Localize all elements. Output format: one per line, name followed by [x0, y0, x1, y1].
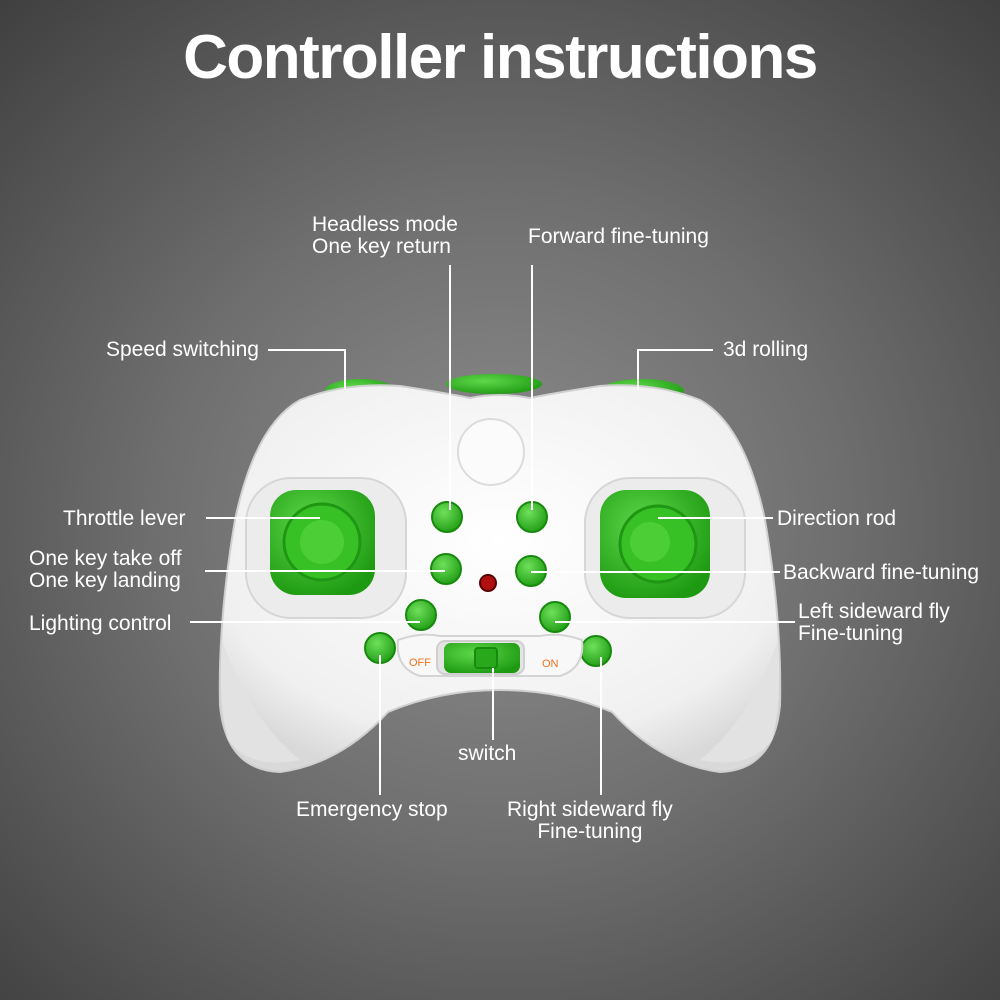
label-speed-switching: Speed switching: [106, 338, 259, 361]
direction-stick[interactable]: [600, 490, 710, 598]
label-backward-fine-tuning: Backward fine-tuning: [783, 561, 980, 584]
center-dome: [457, 418, 525, 486]
label-forward-fine-tuning: Forward fine-tuning: [528, 225, 709, 248]
switch-off-label: OFF: [409, 657, 431, 669]
label-emergency-stop: Emergency stop: [296, 798, 448, 821]
label-switch: switch: [458, 742, 517, 765]
right-fine-tuning-text: Fine-tuning: [537, 820, 643, 843]
label-3d-rolling: 3d rolling: [723, 338, 809, 361]
label-right-sideward-fly: Right sideward fly Fine-tuning: [507, 799, 673, 843]
one-key-landing-text: One key landing: [29, 569, 181, 592]
headless-mode-button[interactable]: [431, 501, 463, 533]
right-sideward-fly-text: Right sideward fly: [507, 798, 673, 821]
label-throttle-lever: Throttle lever: [63, 507, 186, 530]
label-headless-mode: Headless mode One key return: [312, 214, 458, 258]
right-sideward-fly-button[interactable]: [580, 635, 612, 667]
page-title: Controller instructions: [183, 23, 818, 92]
label-direction-rod: Direction rod: [777, 507, 897, 530]
throttle-stick[interactable]: [270, 490, 375, 595]
label-left-sideward-fly: Left sideward fly Fine-tuning: [798, 601, 950, 645]
one-key-take-off-text: One key take off: [29, 547, 182, 570]
headless-mode-text: Headless mode: [312, 213, 458, 236]
right-grip-shade: [700, 640, 780, 763]
take-off-landing-button[interactable]: [430, 553, 462, 585]
middle-shoulder-button[interactable]: [446, 374, 542, 394]
label-take-off-landing: One key take off One key landing: [29, 548, 182, 592]
label-lighting-control: Lighting control: [29, 612, 172, 635]
leader-lines: [190, 265, 795, 795]
left-fine-tuning-text: Fine-tuning: [798, 622, 904, 645]
speed-switching-line: [268, 349, 346, 390]
left-sideward-fly-text: Left sideward fly: [798, 600, 950, 623]
3d-rolling-line: [637, 349, 713, 390]
indicator-light: [479, 574, 497, 592]
left-grip-shade: [220, 640, 300, 763]
power-switch[interactable]: [444, 643, 520, 673]
switch-on-label: ON: [542, 658, 559, 670]
lighting-control-button[interactable]: [405, 599, 437, 631]
one-key-return-text: One key return: [312, 235, 451, 258]
left-sideward-fly-button[interactable]: [539, 601, 571, 633]
